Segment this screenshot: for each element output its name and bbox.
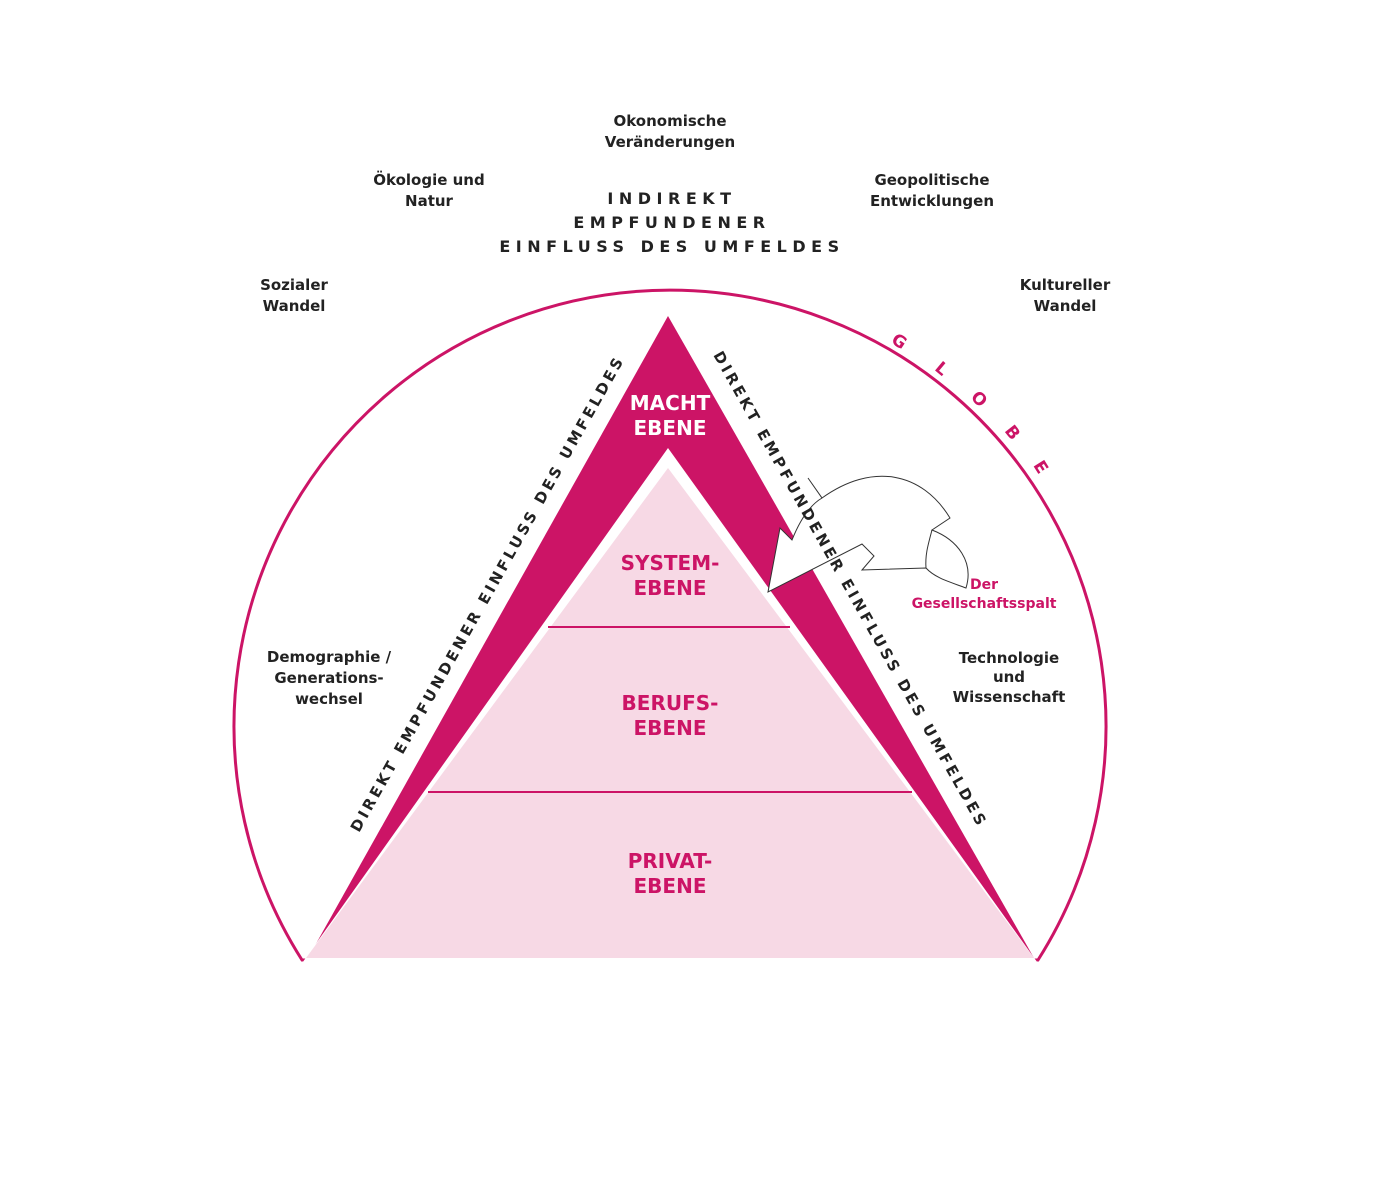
factor-ecology-line-2: Natur [405,192,454,210]
globe-dome [232,288,1108,962]
factor-technology-line-3: Wissenschaft [953,688,1066,706]
factor-social-line-1: Sozialer [260,276,328,294]
factor-economy-line-2: Veränderungen [605,133,735,151]
factor-social-line-2: Wandel [263,297,326,315]
factor-geopolitics-line-1: Geopolitische [874,171,989,189]
factor-technology-line-1: Technologie [959,649,1059,667]
factor-culture-line-1: Kultureller [1020,276,1111,294]
level-privat-line-2: EBENE [634,874,707,898]
globe-letter-b: B [1000,422,1024,445]
level-macht-line-1: MACHT [630,391,711,415]
factor-technology-line-2: und [993,668,1025,686]
level-system-line-1: SYSTEM- [621,551,720,575]
factor-geopolitics-line-2: Entwicklungen [870,192,994,210]
level-system-line-2: EBENE [634,576,707,600]
indirect-label-line-3: EINFLUSS DES UMFELDES [499,237,844,256]
level-privat-line-1: PRIVAT- [628,849,713,873]
factor-economy-line-1: Okonomische [613,112,726,130]
indirect-label-line-1: INDIREKT [607,189,736,208]
level-berufs-line-2: EBENE [634,716,707,740]
gap-label-line-1: Der [970,577,998,593]
inner-triangle [306,468,1034,958]
gap-label-line-2: Gesellschaftsspalt [912,596,1057,612]
factor-demography-line-1: Demographie / [267,648,392,666]
globe-letter-l: L [931,358,952,380]
level-macht-line-2: EBENE [634,416,707,440]
globe-letter-e: E [1029,457,1052,477]
factor-demography-line-2: Generations- [274,669,383,687]
indirect-label-line-2: EMPFUNDENER [573,213,770,232]
level-berufs-line-1: BERUFS- [622,691,719,715]
gap-arrow-fold [925,529,933,569]
gap-arrow [767,475,969,593]
factor-ecology-line-1: Ökologie und [373,170,484,189]
factor-demography-line-3: wechsel [295,690,363,708]
factor-culture-line-2: Wandel [1034,297,1097,315]
